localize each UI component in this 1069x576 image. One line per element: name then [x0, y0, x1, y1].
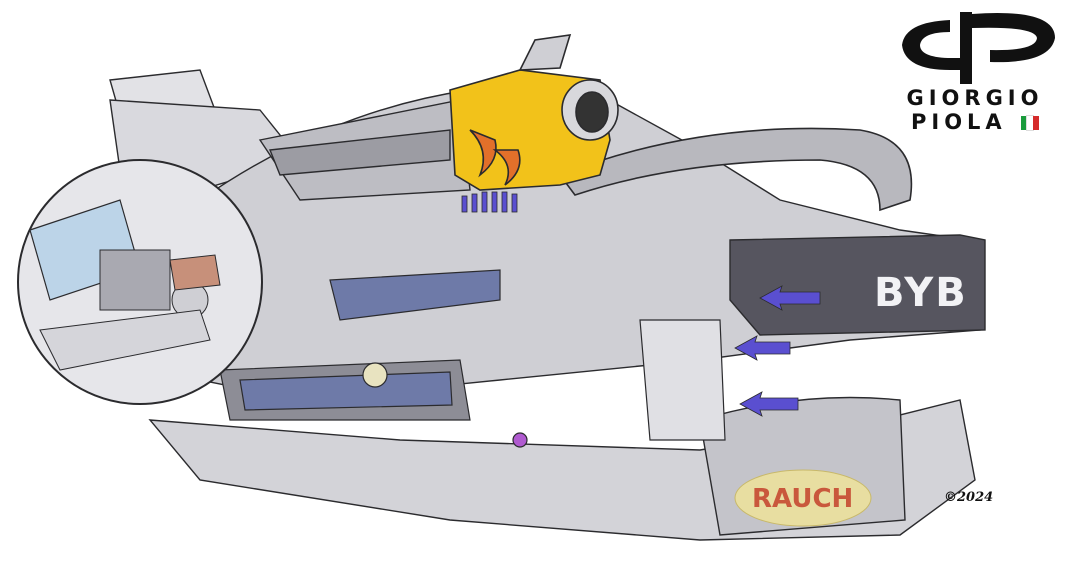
brand-name-line2-text: PIOLA: [910, 110, 1007, 134]
gp-monogram-icon: [902, 12, 1055, 84]
arrow-icon: [739, 391, 799, 417]
vent-slots: [461, 191, 518, 213]
italian-flag-icon: [1021, 111, 1039, 135]
brand-name-line1: GIORGIO: [906, 86, 1044, 110]
arrow-icon: [734, 335, 791, 361]
inset-detail: [17, 159, 263, 405]
rauch-badge: [734, 469, 872, 527]
brand-name-line2: PIOLA: [895, 110, 1055, 135]
airbox: [449, 34, 619, 191]
sponsor-rauch: RAUCH: [752, 484, 854, 514]
branding: GIORGIO PIOLA: [895, 86, 1055, 135]
halo: [558, 127, 913, 212]
arrow-icon: [759, 285, 821, 311]
internals: [219, 269, 726, 448]
sidepod: [729, 234, 986, 336]
sponsor-byb: BYB: [874, 270, 968, 316]
artist-signature: ©2024: [944, 490, 994, 505]
airflow-arrows: [461, 191, 821, 417]
